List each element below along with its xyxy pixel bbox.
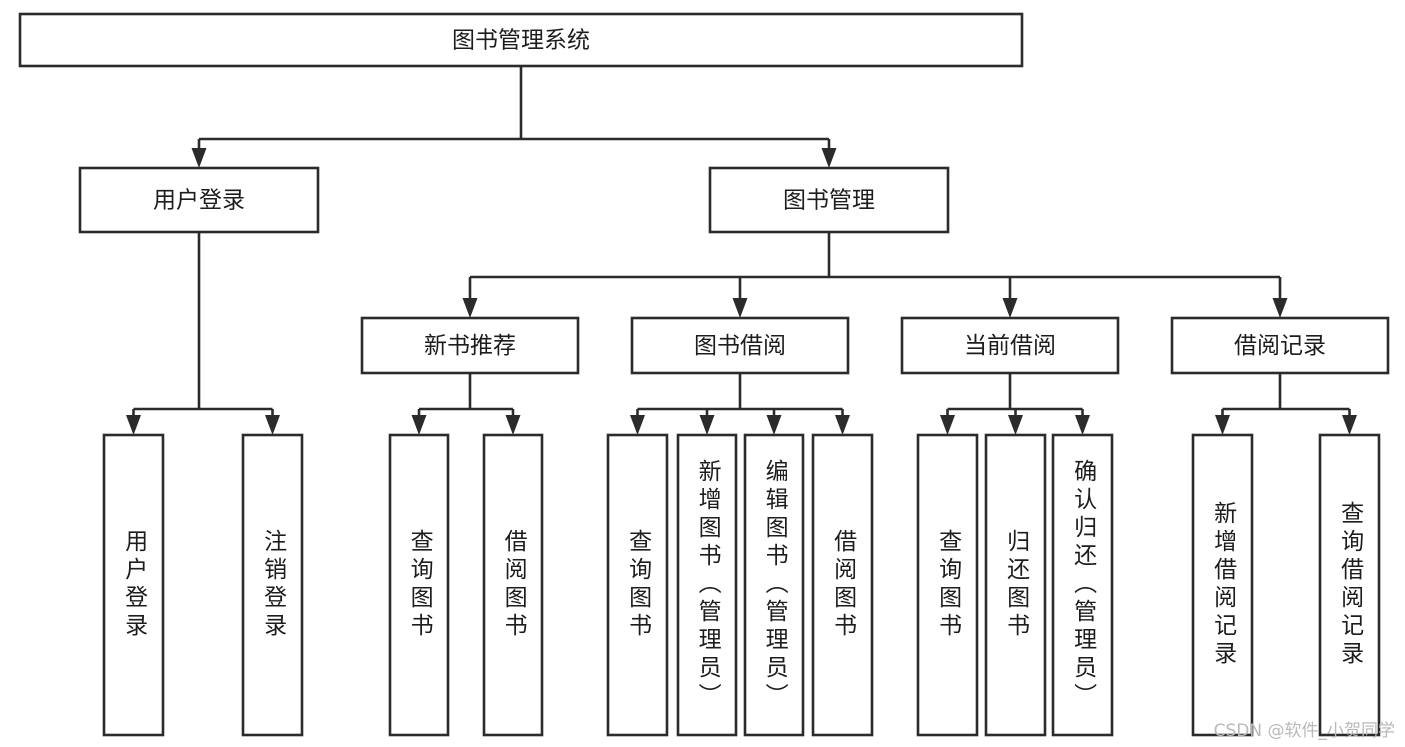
node-level3-3[interactable] <box>1170 316 1390 375</box>
node-root-label: 图书管理系统 <box>452 28 590 54</box>
node-leaf-8[interactable] <box>916 433 979 737</box>
node-leaf-10[interactable] <box>1051 433 1114 737</box>
node-level3-0[interactable] <box>360 316 580 375</box>
connector-layer <box>126 66 1357 435</box>
node-level3-label-2: 当前借阅 <box>964 333 1056 359</box>
node-leaf-5[interactable] <box>676 433 738 737</box>
node-root[interactable] <box>18 12 1024 68</box>
node-level3-label-3: 借阅记录 <box>1234 333 1326 359</box>
node-leaf-4[interactable] <box>606 433 669 737</box>
node-leaf-9[interactable] <box>984 433 1047 737</box>
watermark-text: CSDN @软件_小贺同学 <box>1213 721 1395 741</box>
node-level3-label-1: 图书借阅 <box>694 333 786 359</box>
node-leaf-12[interactable] <box>1318 433 1381 737</box>
node-level2-1[interactable] <box>708 166 950 234</box>
node-leaf-6[interactable] <box>743 433 805 737</box>
node-leaf-2[interactable] <box>388 433 450 737</box>
node-box-layer <box>18 12 1390 737</box>
node-leaf-0[interactable] <box>102 433 165 737</box>
node-level3-1[interactable] <box>630 316 850 375</box>
node-leaf-11[interactable] <box>1191 433 1254 737</box>
node-level2-label-1: 图书管理 <box>783 188 875 214</box>
node-level3-label-0: 新书推荐 <box>424 333 516 359</box>
node-leaf-3[interactable] <box>482 433 544 737</box>
node-level2-label-0: 用户登录 <box>153 188 245 214</box>
node-level3-2[interactable] <box>900 316 1120 375</box>
node-leaf-1[interactable] <box>241 433 304 737</box>
node-level2-0[interactable] <box>78 166 320 234</box>
node-leaf-7[interactable] <box>811 433 874 737</box>
